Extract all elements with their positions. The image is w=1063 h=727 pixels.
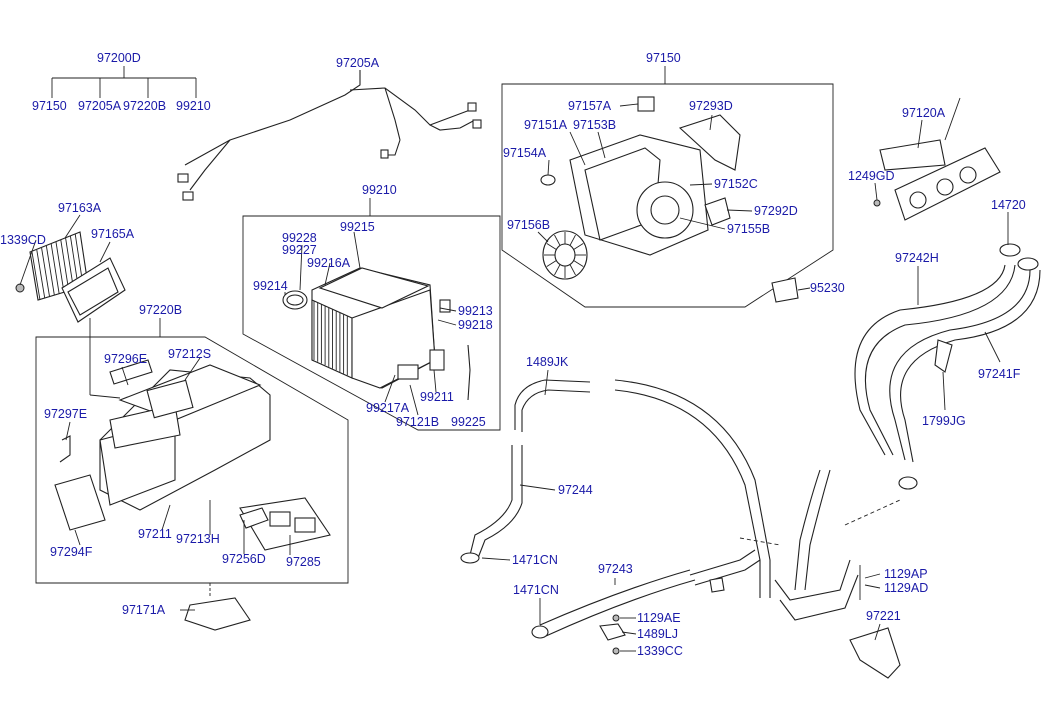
part-label: 97296E xyxy=(104,352,147,366)
part-label: 97152C xyxy=(714,177,758,191)
part-label: 97256D xyxy=(222,552,266,566)
part-label: 97294F xyxy=(50,545,93,559)
part-label: 99227 xyxy=(282,243,317,257)
part-label: 97153B xyxy=(573,118,616,132)
part-label: 97200D xyxy=(97,51,141,65)
part-label: 97244 xyxy=(558,483,593,497)
part-label: 97297E xyxy=(44,407,87,421)
part-label: 97220B xyxy=(139,303,182,317)
part-label: 1489LJ xyxy=(637,627,678,641)
blower-unit xyxy=(540,96,799,303)
part-label: 97150 xyxy=(32,99,67,113)
part-label: 97163A xyxy=(58,201,102,215)
part-label: 99210 xyxy=(176,99,211,113)
part-label: 97156B xyxy=(507,218,550,232)
part-label: 97205A xyxy=(336,56,380,70)
case-group-box xyxy=(35,336,349,584)
part-label: 97243 xyxy=(598,562,633,576)
part-label: 97213H xyxy=(176,532,220,546)
part-label: 95230 xyxy=(810,281,845,295)
blower-group-box xyxy=(501,83,834,308)
hoses xyxy=(460,243,1041,679)
part-label: 99225 xyxy=(451,415,486,429)
heater-unit xyxy=(282,267,471,401)
part-label: 97220B xyxy=(123,99,166,113)
part-label: 1249GD xyxy=(848,169,895,183)
part-label: 97285 xyxy=(286,555,321,569)
part-label: 97157A xyxy=(568,99,612,113)
part-label: 97171A xyxy=(122,603,166,617)
part-label: 97211 xyxy=(138,527,172,541)
part-label: 97292D xyxy=(754,204,798,218)
part-label: 1339CD xyxy=(0,233,46,247)
part-label: 1339CC xyxy=(637,644,683,658)
part-label: 99218 xyxy=(458,318,493,332)
control-panel xyxy=(873,97,1001,221)
part-label: 99228 xyxy=(282,231,317,245)
part-label: 97242H xyxy=(895,251,939,265)
part-label: 99216A xyxy=(307,256,351,270)
part-label: 97293D xyxy=(689,99,733,113)
part-label: 97150 xyxy=(646,51,681,65)
part-label: 99214 xyxy=(253,279,288,293)
part-label: 1129AE xyxy=(637,611,681,625)
part-label: 1471CN xyxy=(513,583,559,597)
part-label: 99211 xyxy=(420,390,454,404)
heater-case xyxy=(54,359,331,631)
heater-group-box xyxy=(242,215,501,431)
part-label: 99210 xyxy=(362,183,397,197)
part-label: 1471CN xyxy=(512,553,558,567)
part-label: 1799JG xyxy=(922,414,966,428)
part-label: 97205A xyxy=(78,99,122,113)
part-label: 99217A xyxy=(366,401,410,415)
group-boxes xyxy=(35,66,834,584)
part-label: 97151A xyxy=(524,118,568,132)
part-label: 99215 xyxy=(340,220,375,234)
part-label: 97121B xyxy=(396,415,439,429)
leader-lines xyxy=(19,103,1009,652)
part-label: 1129AD xyxy=(884,581,928,595)
part-label: 97155B xyxy=(727,222,770,236)
part-label: 97165A xyxy=(91,227,135,241)
air-filter xyxy=(15,231,126,323)
part-label: 97154A xyxy=(503,146,547,160)
part-label: 97241F xyxy=(978,367,1021,381)
part-label: 97212S xyxy=(168,347,211,361)
part-label: 14720 xyxy=(991,198,1026,212)
part-label: 97221 xyxy=(866,609,901,623)
part-labels: 97200D 97150 97205A 97220B 99210 97205A … xyxy=(0,51,1026,658)
part-label: 99213 xyxy=(458,304,493,318)
part-label: 97120A xyxy=(902,106,946,120)
part-label: 1489JK xyxy=(526,355,569,369)
part-label: 1129AP xyxy=(884,567,928,581)
wiring-harness xyxy=(177,70,482,201)
